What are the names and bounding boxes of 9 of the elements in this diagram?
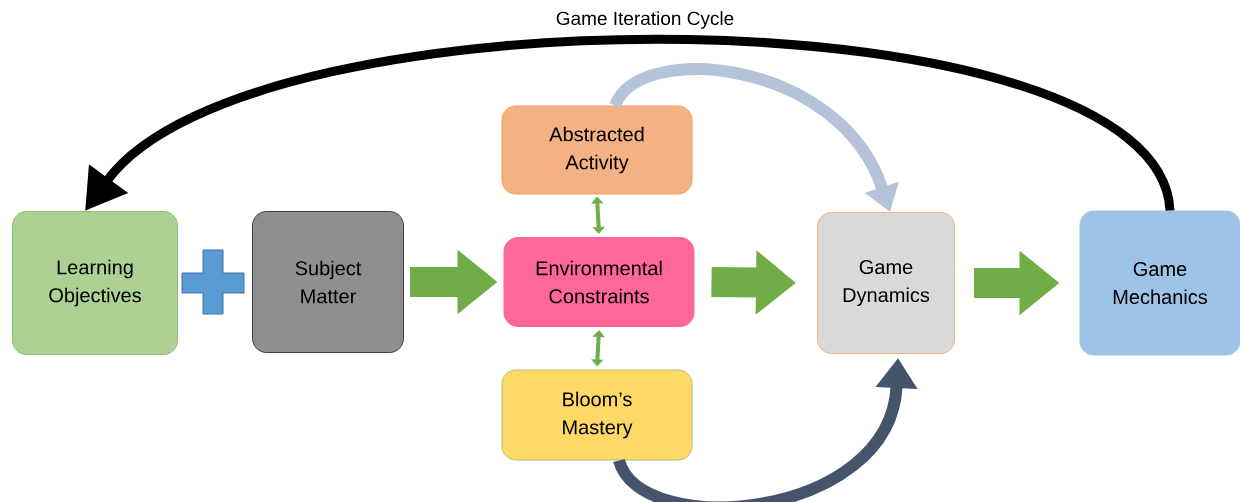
process-box: Game Dynamics [817,212,955,354]
process-box: Abstracted Activity [501,105,693,195]
arrow [591,196,605,234]
edge-label: Game Iteration Cycle [553,9,737,31]
process-box: Learning Objectives [12,211,178,355]
process-box: Bloom’s Mastery [501,369,693,461]
process-box: Subject Matter [252,211,404,353]
process-box: Environmental Constraints [503,237,695,327]
process-box: Game Mechanics [1079,210,1240,356]
